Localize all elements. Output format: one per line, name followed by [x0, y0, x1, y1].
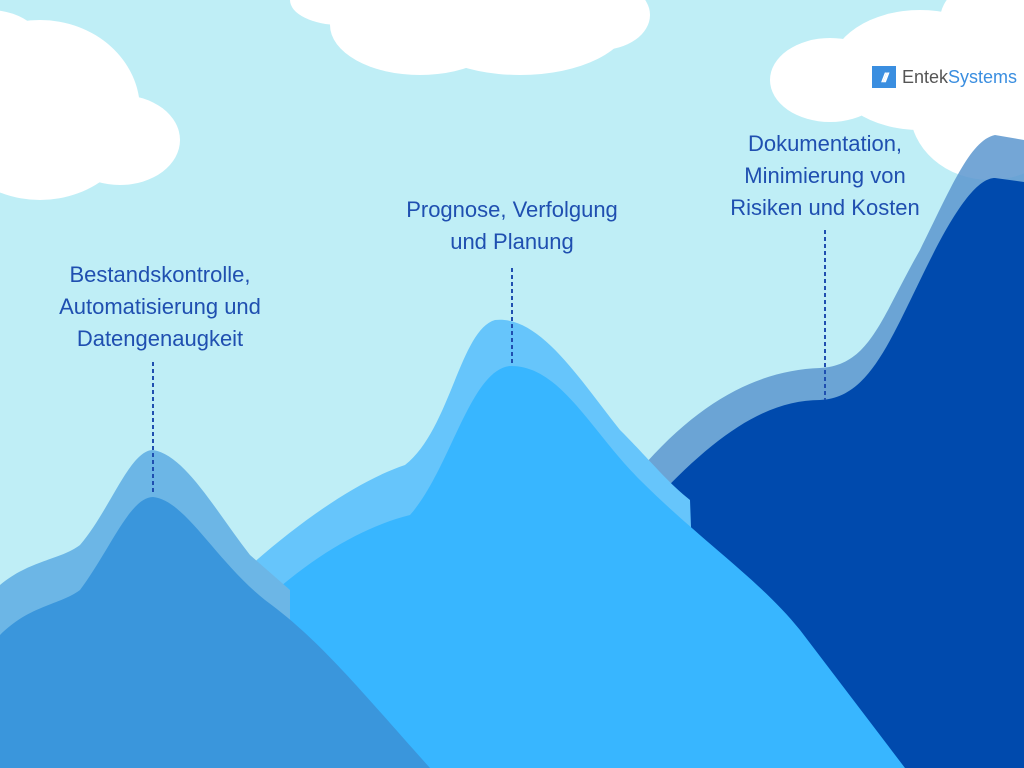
label-line: Prognose, Verfolgung — [406, 197, 618, 222]
label-line: und Planung — [450, 229, 574, 254]
label-line: Datengenaugkeit — [76, 326, 244, 351]
logo-name-part2: Systems — [948, 66, 1018, 87]
label-line: Automatisierung und — [59, 294, 261, 319]
peak-label-left: Bestandskontrolle, Automatisierung und D… — [59, 259, 261, 355]
peak-label-right: Dokumentation, Minimierung von Risiken u… — [730, 128, 920, 224]
logo-mark-icon: /// — [872, 66, 896, 88]
left-mountain — [0, 497, 430, 768]
label-line: Minimierung von — [744, 163, 906, 188]
peak-label-middle: Prognose, Verfolgung und Planung — [406, 194, 618, 258]
label-line: Bestandskontrolle, — [69, 262, 251, 287]
peak-markers — [152, 230, 826, 495]
entek-systems-logo: /// EntekSystems — [872, 66, 1017, 88]
label-line: Risiken und Kosten — [730, 195, 920, 220]
middle-mountain — [265, 365, 905, 768]
label-line: Dokumentation, — [747, 131, 903, 156]
logo-name-part1: Entek — [902, 66, 949, 87]
